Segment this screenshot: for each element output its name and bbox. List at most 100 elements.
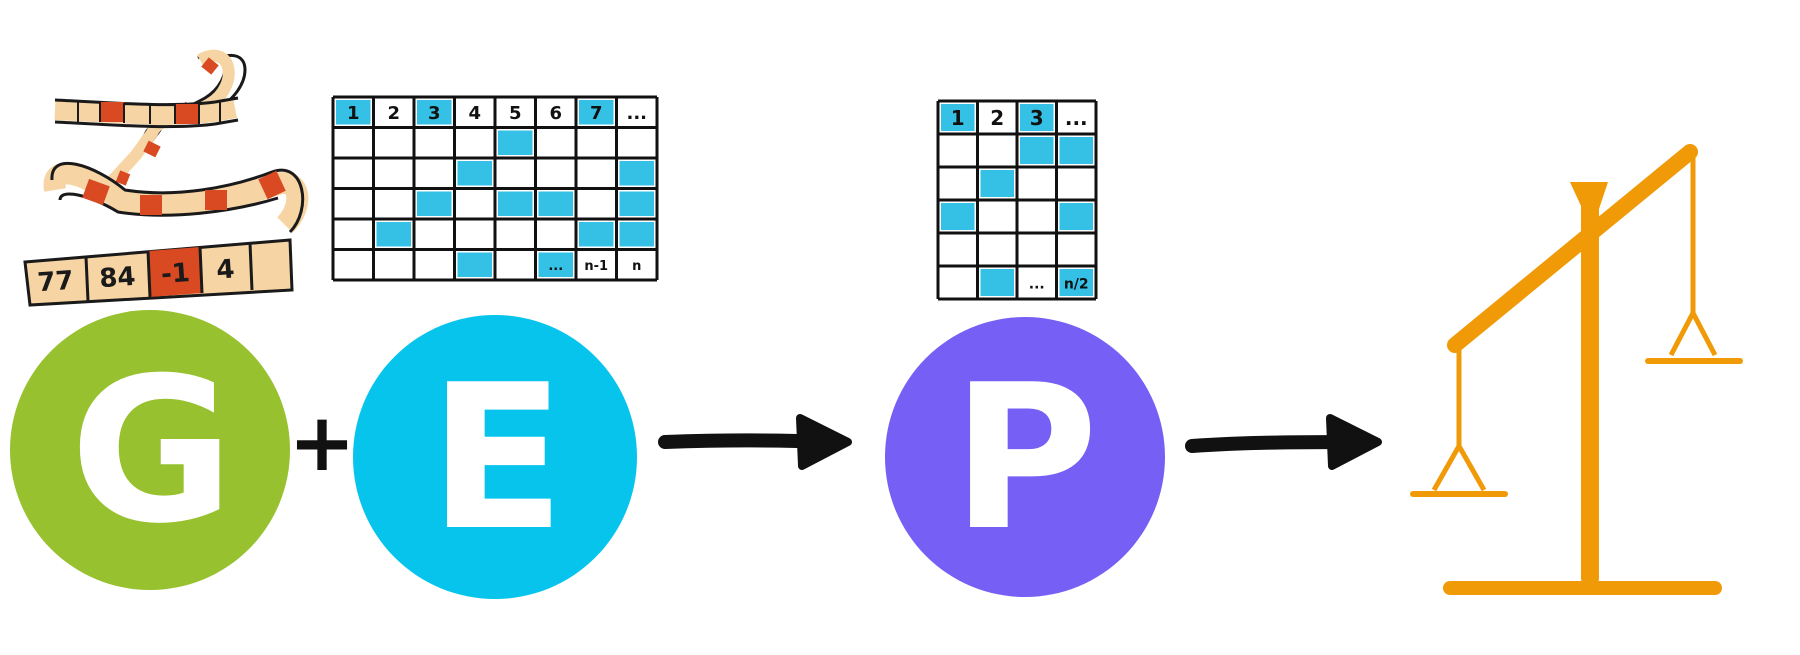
g-node: G [10, 310, 290, 590]
large-matrix-cell [498, 130, 533, 155]
large-matrix-cell [457, 130, 492, 155]
large-matrix-cell [417, 161, 452, 186]
large-matrix-header-label: ... [626, 103, 647, 124]
g-circle [10, 310, 290, 590]
tape-cell-4: 4 [215, 254, 235, 285]
large-matrix-header-cell [579, 100, 614, 125]
large-matrix-cell [336, 161, 371, 186]
large-matrix-cell [498, 222, 533, 247]
plus-sign: + [288, 396, 355, 489]
large-matrix-cell [336, 222, 371, 247]
large-matrix-cell [538, 161, 573, 186]
small-matrix-header-label: 1 [951, 106, 965, 130]
small-matrix-cell [980, 170, 1014, 197]
large-matrix-header-label: 4 [468, 103, 481, 124]
large-matrix-cell [498, 191, 533, 216]
small-matrix-header-label: 2 [990, 106, 1004, 130]
small-matrix-cell [1020, 137, 1054, 164]
e-letter: E [429, 342, 566, 575]
large-matrix-cell [336, 252, 371, 277]
small-matrix-header-label: 3 [1030, 106, 1044, 130]
small-matrix-cell [1059, 170, 1093, 197]
small-matrix-cell [1059, 236, 1093, 263]
small-matrix-cell [1020, 203, 1054, 230]
large-matrix-cell [498, 161, 533, 186]
large-matrix-header-label: 2 [387, 103, 400, 124]
small-matrix-cell [941, 236, 975, 263]
large-matrix-footer-label: ... [548, 259, 563, 274]
large-matrix-cell [417, 130, 452, 155]
large-matrix-cell [457, 252, 492, 277]
large-matrix-cell [376, 191, 411, 216]
large-matrix-cell [376, 222, 411, 247]
large-matrix-cell [417, 191, 452, 216]
large-matrix-cell [579, 191, 614, 216]
large-matrix-cell [619, 222, 654, 247]
large-matrix-header-label: 5 [509, 103, 522, 124]
large-matrix-cell [579, 222, 614, 247]
small-matrix-cell [1020, 269, 1054, 296]
large-matrix-cell [376, 130, 411, 155]
arrow-right-icon [658, 414, 852, 470]
balance-scale-icon [1410, 144, 1743, 595]
large-matrix-cell [498, 252, 533, 277]
large-matrix-header-label: 3 [428, 103, 441, 124]
large-matrix-cell [579, 130, 614, 155]
tape-cell-2: 84 [98, 262, 136, 294]
large-matrix-cell [457, 161, 492, 186]
large-matrix-cell [619, 252, 654, 277]
p-node: P [885, 317, 1165, 597]
small-matrix-cell [1059, 269, 1093, 296]
large-matrix-footer-label: n [632, 259, 641, 274]
tape-cell-1: 77 [36, 266, 74, 298]
large-matrix-cell [417, 222, 452, 247]
large-matrix-header-label: 7 [590, 103, 603, 124]
p-circle [885, 317, 1165, 597]
large-matrix-header-cell [376, 100, 411, 125]
large-matrix-cell [538, 252, 573, 277]
p-letter: P [952, 342, 1099, 575]
small-matrix-header-cell [980, 104, 1014, 131]
tape-cell-3: -1 [160, 258, 191, 290]
small-matrix-cell [980, 269, 1014, 296]
large-matrix-footer-label: n-1 [584, 259, 608, 274]
large-matrix-cell [538, 222, 573, 247]
small-matrix-cell [1020, 170, 1054, 197]
large-matrix-header-cell [498, 100, 533, 125]
g-letter: G [70, 335, 234, 568]
large-matrix-cell [336, 130, 371, 155]
arrow-right-icon [1185, 414, 1382, 470]
large-matrix-cell [457, 222, 492, 247]
large-matrix-cell [457, 191, 492, 216]
small-matrix-header-label: ... [1065, 106, 1088, 130]
large-matrix-cell [376, 161, 411, 186]
large-matrix-cell [619, 191, 654, 216]
e-node: E [353, 315, 637, 599]
large-matrix-header-cell [457, 100, 492, 125]
small-matrix-header-cell [941, 104, 975, 131]
large-matrix-cell [417, 252, 452, 277]
large-matrix-cell [538, 191, 573, 216]
e-circle [353, 315, 637, 599]
small-matrix-cell [941, 170, 975, 197]
large-matrix-cell [376, 252, 411, 277]
small-matrix-cell [980, 203, 1014, 230]
small-matrix-footer-label: ... [1029, 276, 1045, 292]
small-matrix-cell [980, 236, 1014, 263]
small-matrix-cell [980, 137, 1014, 164]
small-matrix: 1 2 3...... n/2 [936, 99, 1098, 301]
tape-icon: 77 84 -1 4 [23, 49, 309, 307]
large-matrix-header-cell [417, 100, 452, 125]
small-matrix-cell [1059, 203, 1093, 230]
small-matrix-header-cell [1059, 104, 1093, 131]
large-matrix-cell [579, 252, 614, 277]
small-matrix-cell [941, 137, 975, 164]
large-matrix-header-cell [619, 100, 654, 125]
large-matrix-header-cell [336, 100, 371, 125]
small-matrix-footer-label: n/2 [1064, 276, 1089, 292]
small-matrix-header-cell [1020, 104, 1054, 131]
small-matrix-cell [941, 269, 975, 296]
